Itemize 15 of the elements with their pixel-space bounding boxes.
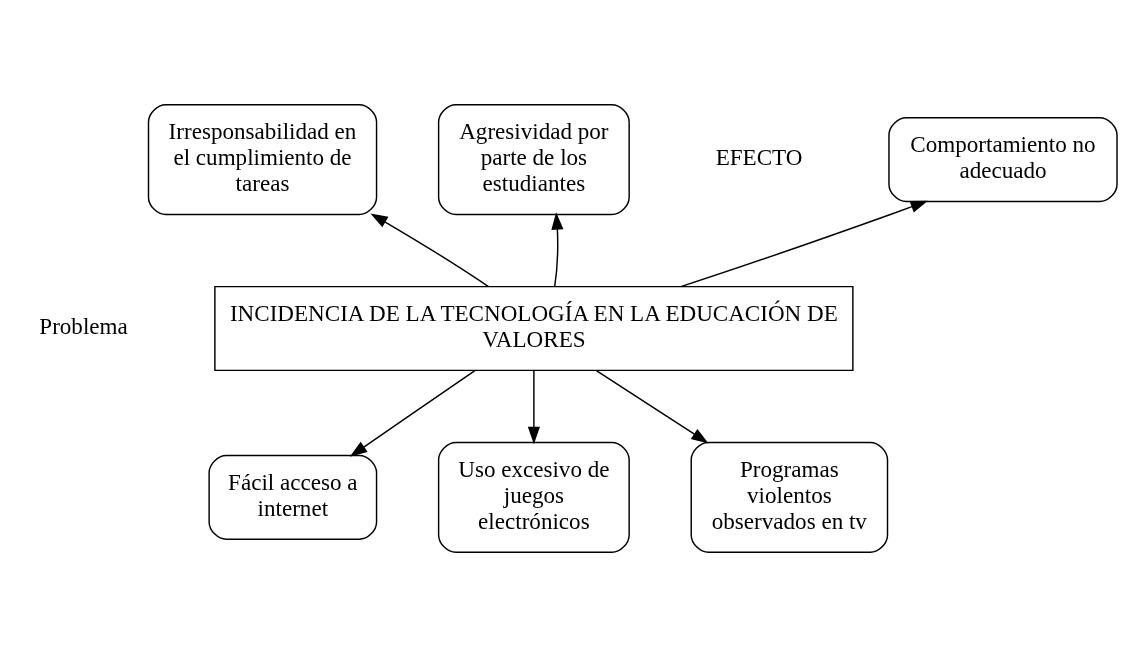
node-box: Uso excesivo de juegos electrónicos [437,441,630,553]
node-box: Comportamiento no adecuado [888,117,1118,203]
node-box: Agresividad por parte de los estudiantes [437,104,630,216]
arrow [527,369,540,445]
node-box: Fácil acceso a internet [208,454,378,540]
node-box: INCIDENCIA DE LA TECNOLOGÍA EN LA EDUCACIÓN DE VALORES [214,285,854,372]
arrow [680,200,928,288]
arrow [551,212,564,288]
node-box: Programas violentos observados en tv [690,441,889,553]
node-box: Irresponsabilidad en el cumplimiento de tareas [147,104,378,216]
label: EFECTO [715,144,803,171]
node-label: Problema [39,312,128,339]
arrow [595,369,709,444]
arrow [349,369,476,457]
arrow [370,213,490,288]
